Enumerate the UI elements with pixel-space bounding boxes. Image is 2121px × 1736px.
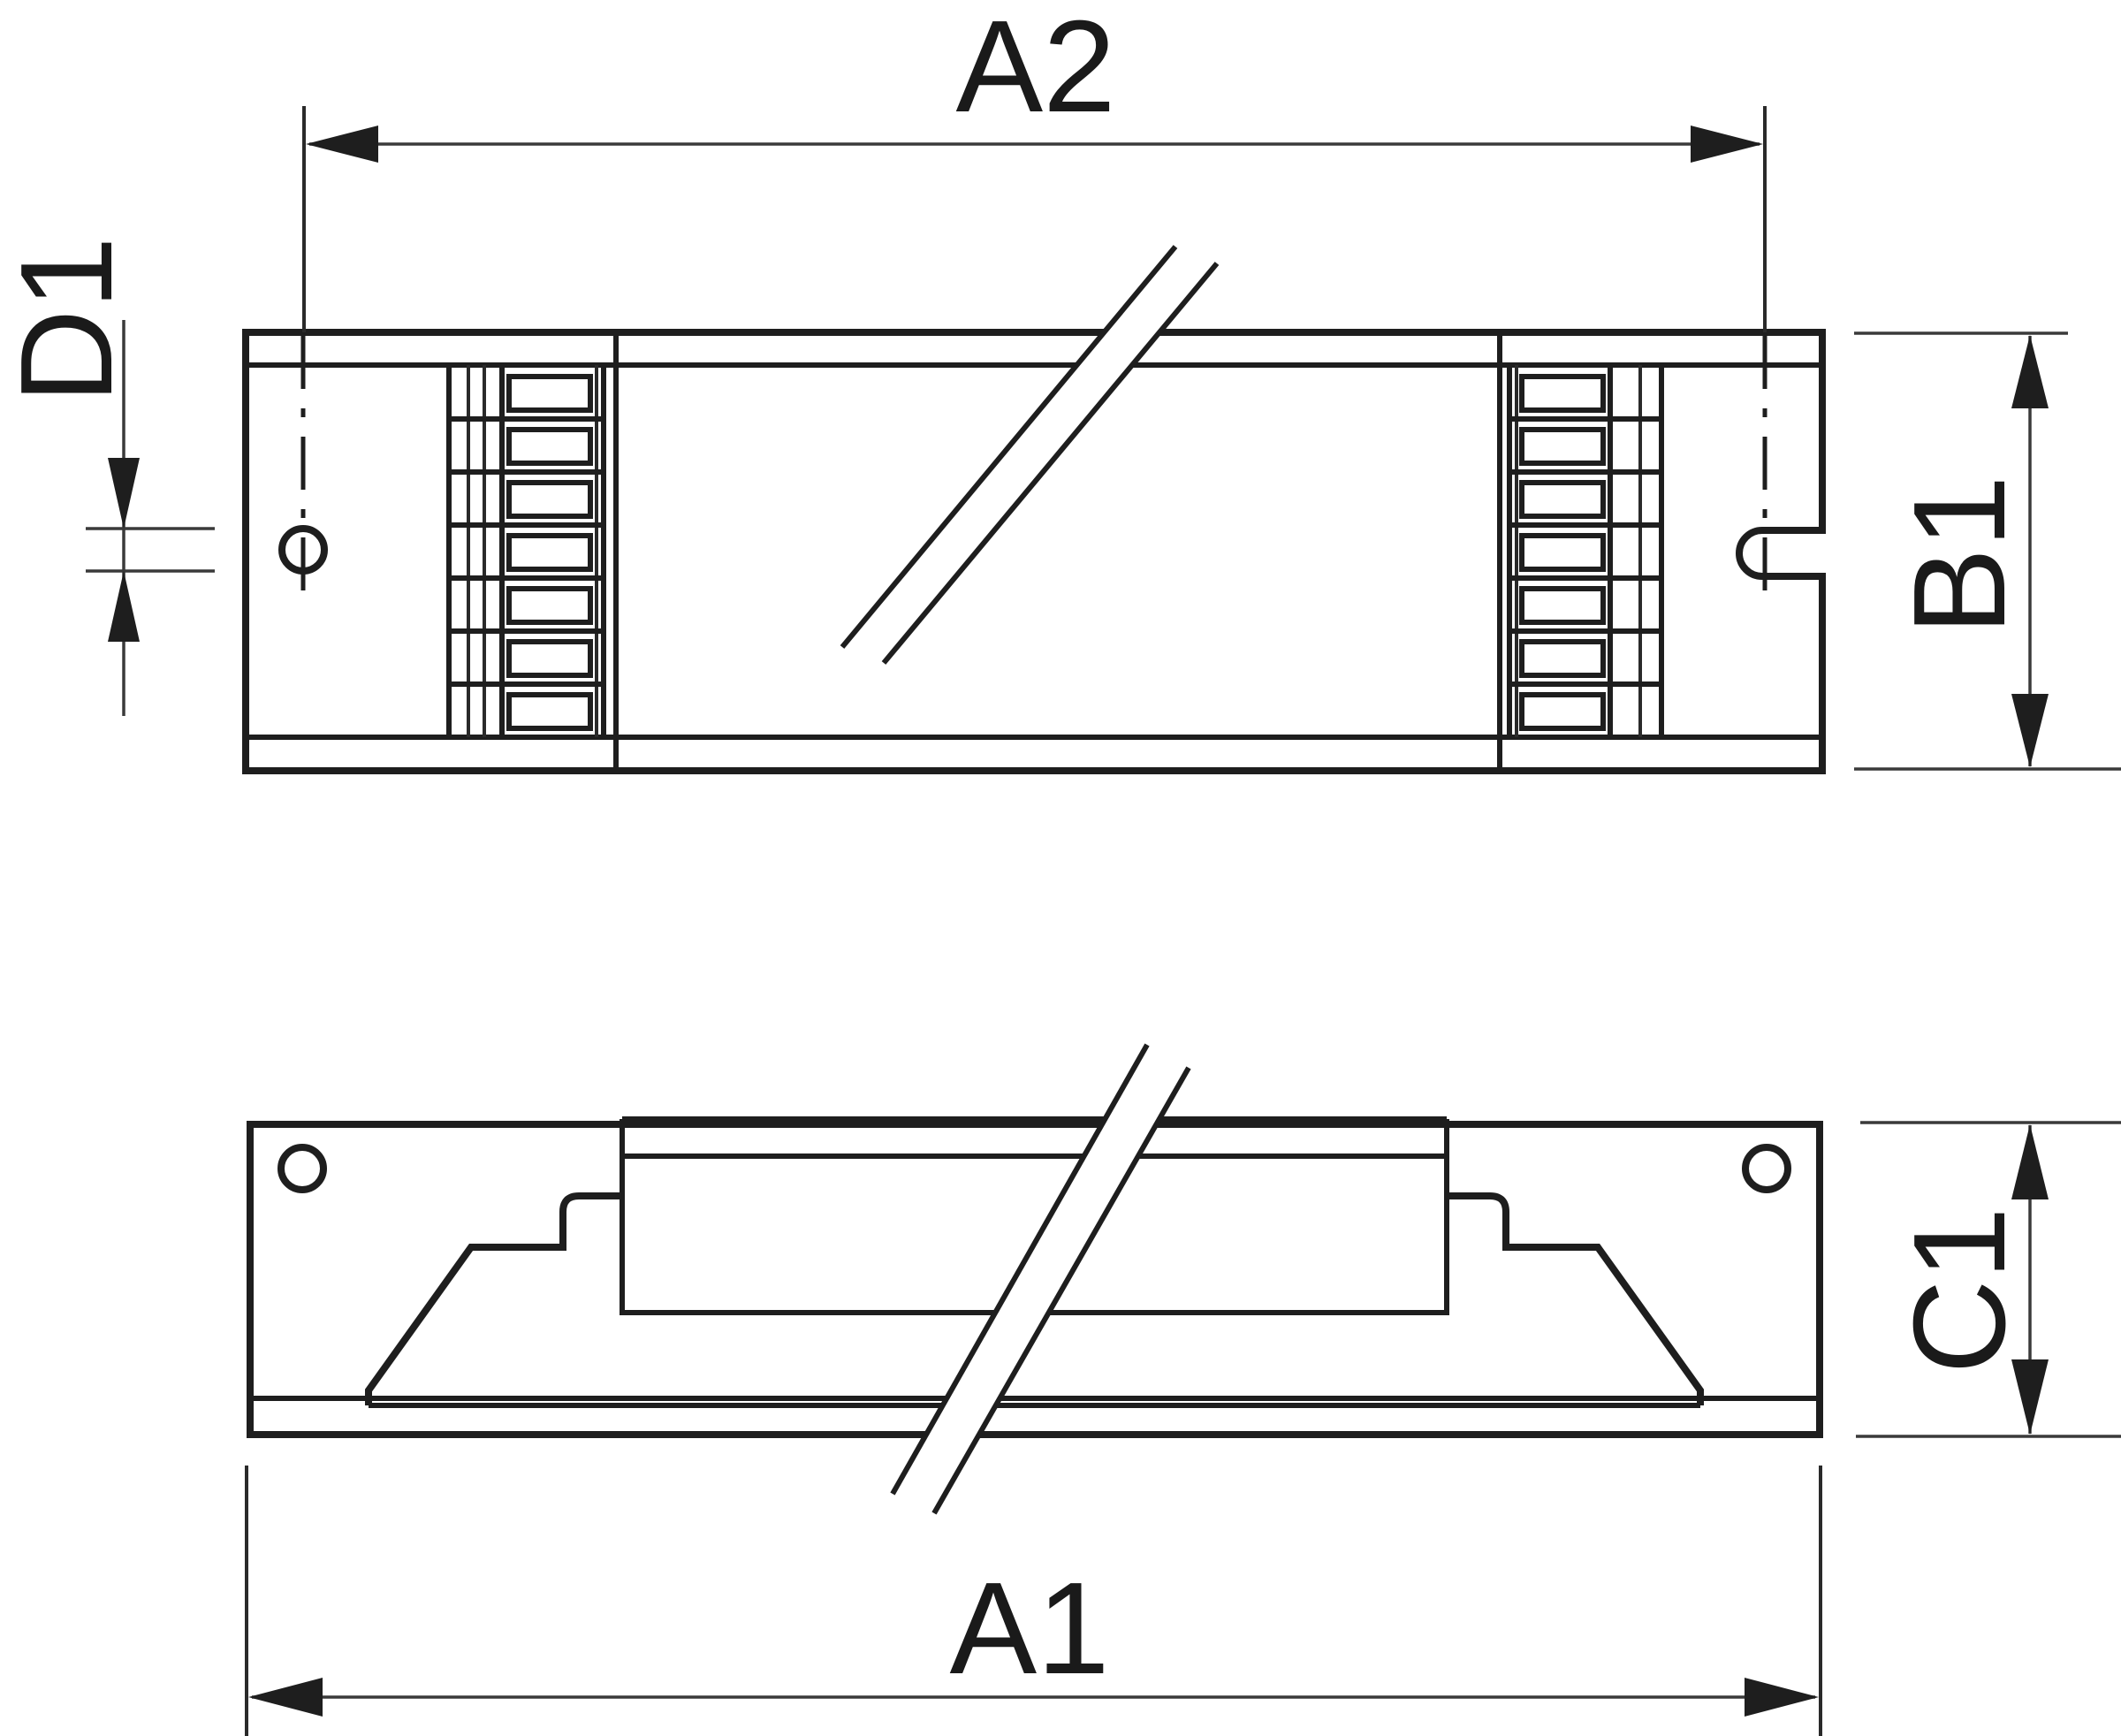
top-view	[242, 245, 1826, 774]
terminal-slot	[1519, 374, 1606, 413]
top-view-outline	[242, 329, 1826, 774]
left-mounting-hole	[278, 525, 328, 575]
terminal-slot	[506, 427, 593, 466]
label-a1: A1	[949, 1556, 1109, 1702]
terminal-slot	[1519, 692, 1606, 731]
dimension-c1: C1	[1856, 1121, 2121, 1438]
terminal-slot	[1519, 427, 1606, 466]
label-b1: B1	[1887, 475, 2033, 635]
right-side-mounting-hole	[1742, 1144, 1791, 1193]
dimension-b1: B1	[1854, 331, 2121, 771]
break-mark-side	[890, 1043, 1191, 1515]
terminal-slot	[1519, 480, 1606, 519]
left-terminal-block	[446, 362, 606, 740]
label-c1: C1	[1887, 1207, 2033, 1374]
left-side-mounting-hole	[277, 1144, 327, 1193]
dimension-d1: D1	[0, 236, 215, 716]
dimension-a2: A2	[302, 0, 1767, 332]
terminal-slot	[506, 374, 593, 413]
label-d1: D1	[0, 236, 140, 403]
terminal-slot	[1519, 533, 1606, 572]
terminal-slot	[506, 692, 593, 731]
side-view	[247, 1043, 1823, 1515]
terminal-slot	[506, 480, 593, 519]
terminal-slot	[1519, 639, 1606, 678]
terminal-slot	[506, 533, 593, 572]
terminal-slot	[1519, 586, 1606, 625]
right-terminal-block	[1507, 362, 1664, 740]
left-stepped-profile	[365, 1192, 622, 1405]
dimension-a1: A1	[245, 1466, 1822, 1736]
label-a2: A2	[955, 0, 1115, 140]
side-view-outline	[247, 1121, 1823, 1438]
terminal-slot	[506, 639, 593, 678]
break-mark-top	[840, 245, 1220, 665]
right-stepped-profile	[1447, 1192, 1704, 1405]
terminal-slot	[506, 586, 593, 625]
